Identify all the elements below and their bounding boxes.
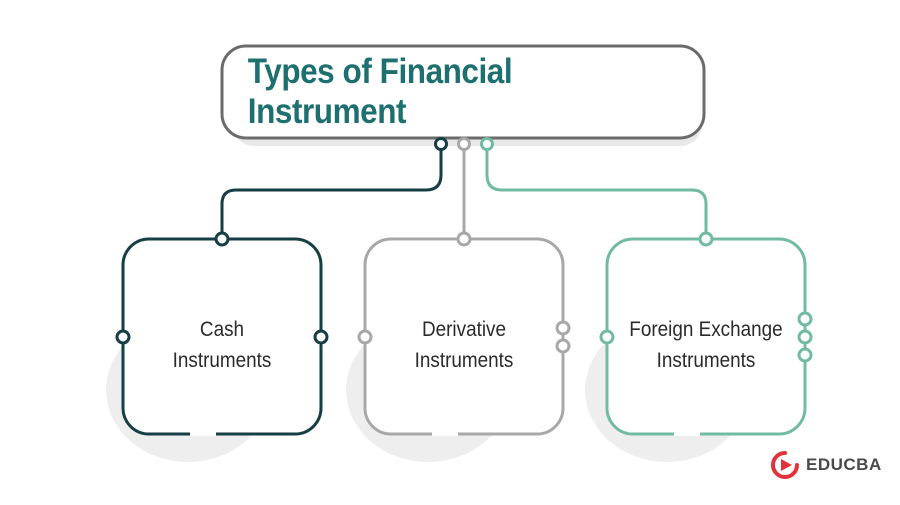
- educba-logo-icon: [771, 451, 799, 479]
- card-label-line: Foreign Exchange: [629, 318, 783, 341]
- node-dot-icon: [698, 231, 714, 247]
- node-dot-icon: [457, 137, 471, 151]
- diagram-title: Types of Financial Instrument: [247, 52, 513, 131]
- node-dot-icon: [115, 329, 131, 345]
- card-label-forex: Foreign Exchange Instruments: [618, 300, 794, 390]
- connector-forex: [485, 146, 708, 239]
- node-dot-icon: [456, 231, 472, 247]
- node-dot-icon: [434, 137, 448, 151]
- node-dot-icon: [214, 231, 230, 247]
- node-dot-icon: [555, 320, 571, 336]
- node-dot-icon: [480, 137, 494, 151]
- node-dot-icon: [313, 329, 329, 345]
- node-dot-icon: [797, 347, 813, 363]
- card-label-line: Instruments: [172, 349, 272, 372]
- title-box: [220, 44, 706, 146]
- card-label-line: Instruments: [656, 349, 756, 372]
- card-label-line: Derivative: [421, 318, 507, 341]
- card-label-cash: Cash Instruments: [134, 300, 310, 390]
- connector-cash: [220, 146, 443, 239]
- card-label-line: Instruments: [414, 349, 514, 372]
- node-dot-icon: [357, 329, 373, 345]
- node-dot-icon: [797, 311, 813, 327]
- card-label-derivative: Derivative Instruments: [376, 300, 552, 390]
- node-dot-icon: [599, 329, 615, 345]
- brand-name: EDUCBA: [806, 455, 882, 474]
- node-dot-icon: [555, 338, 571, 354]
- card-label-line: Cash: [199, 318, 245, 341]
- node-dot-icon: [797, 329, 813, 345]
- brand-logo: EDUCBA: [770, 448, 882, 482]
